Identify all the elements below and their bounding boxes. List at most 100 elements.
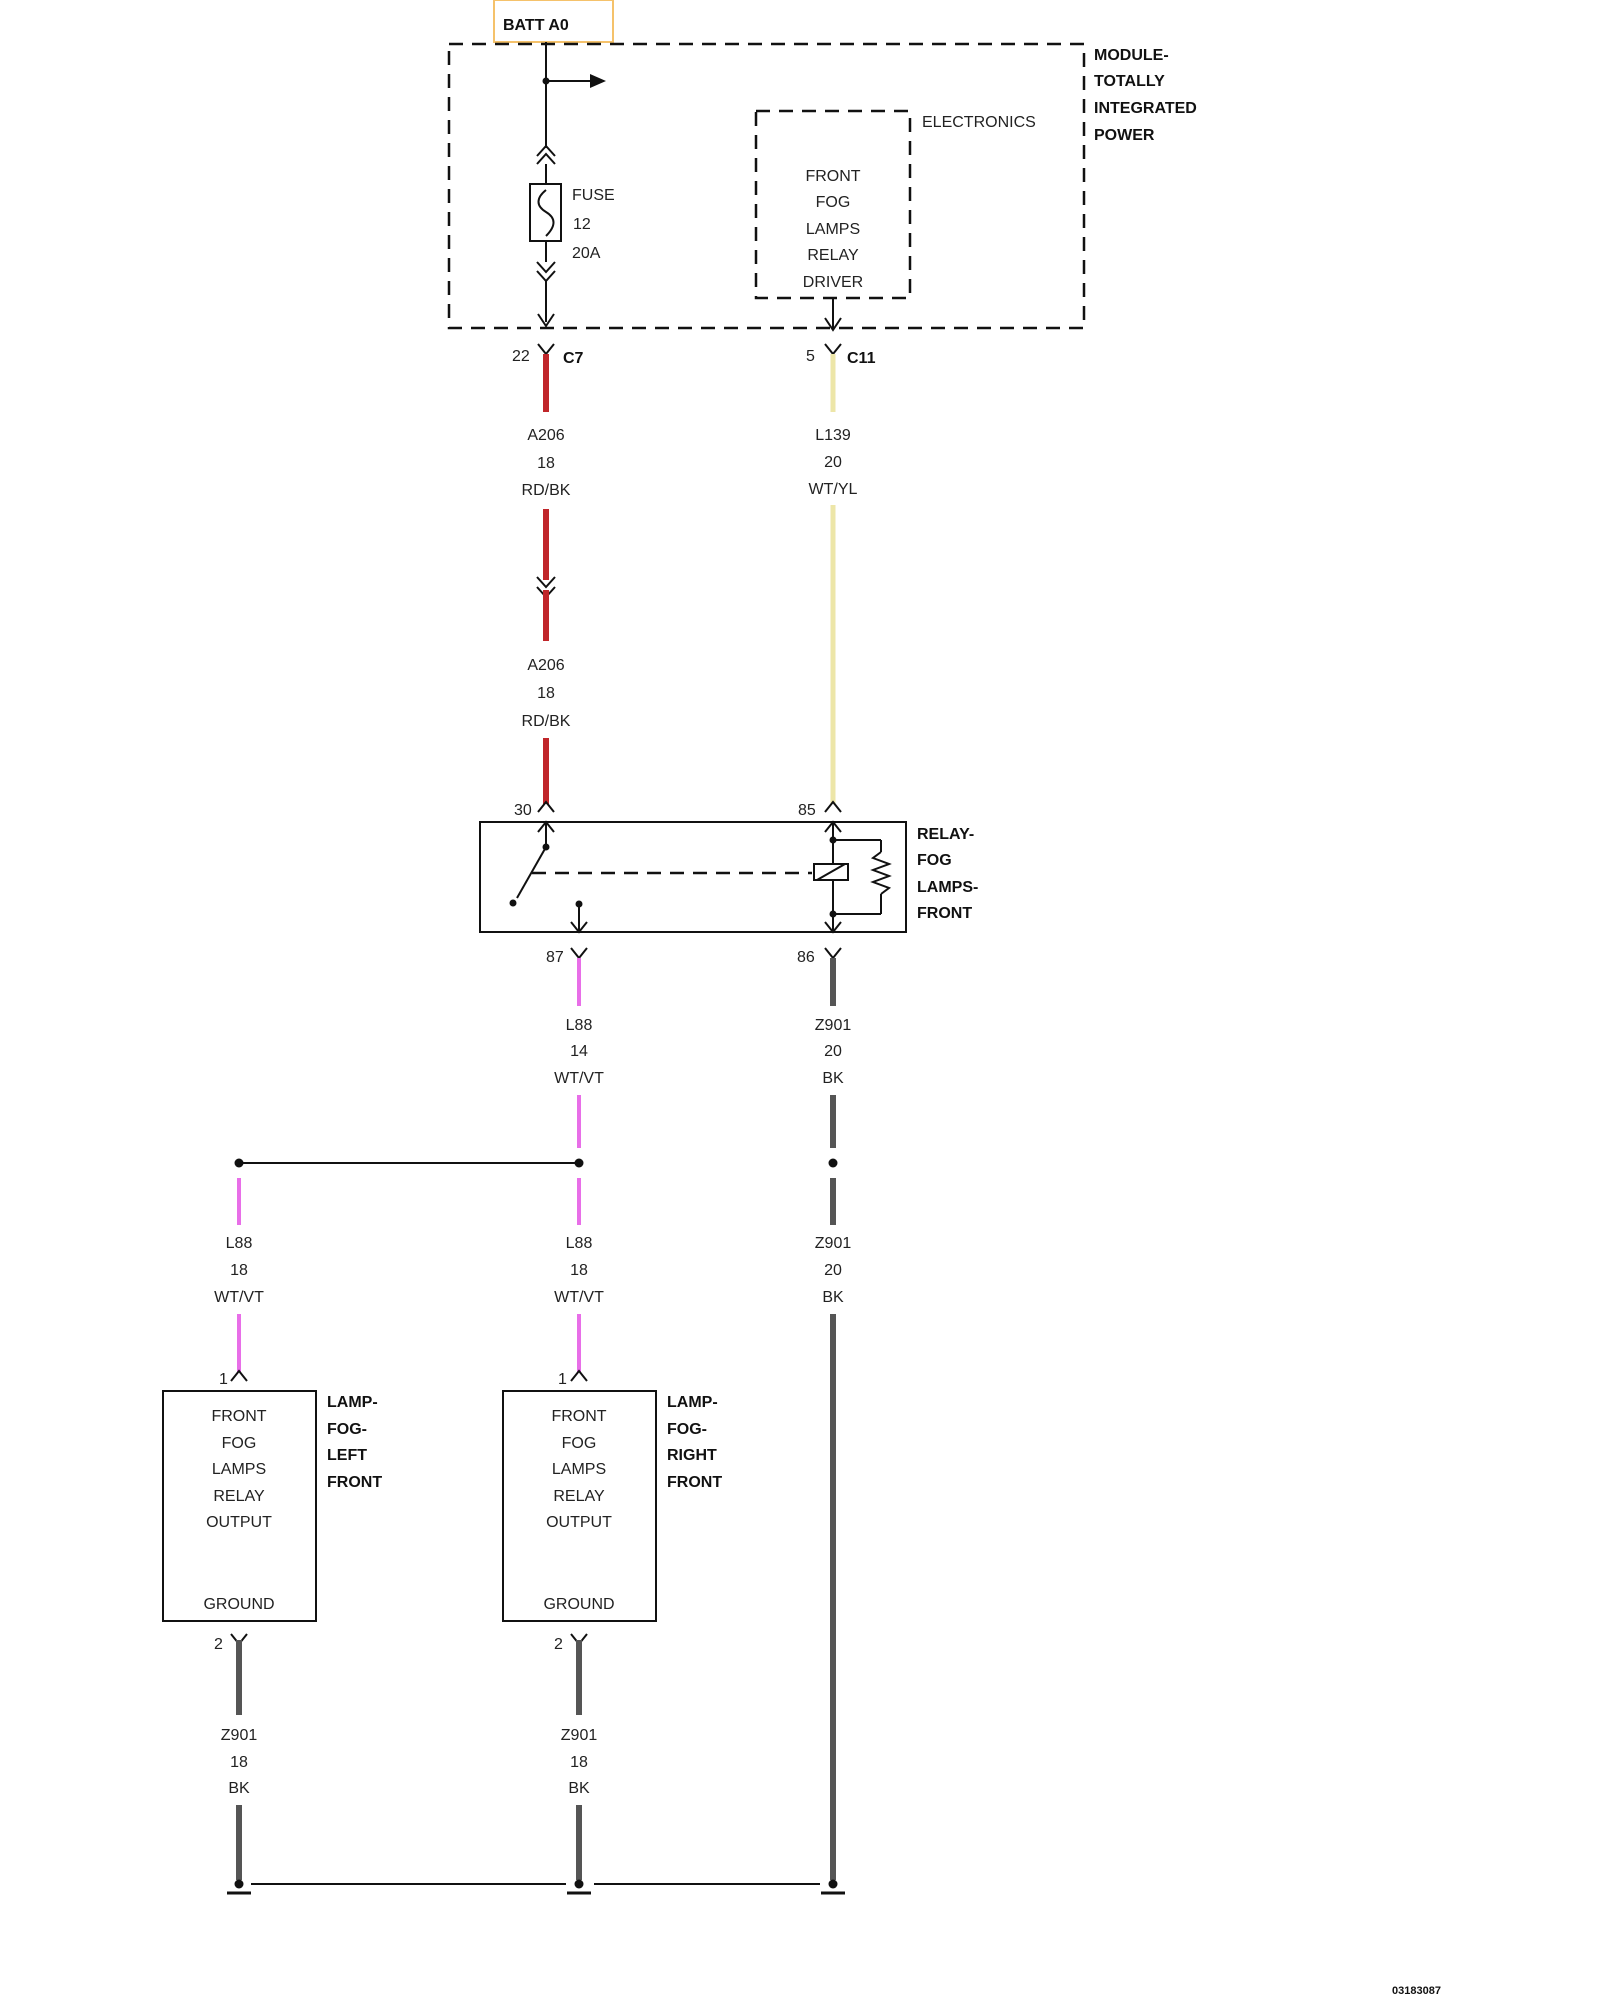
relay-switch-icon — [509, 820, 812, 934]
figure-id: 03183087 — [1392, 1985, 1441, 1997]
svg-text:20: 20 — [824, 454, 842, 471]
svg-text:OUTPUT: OUTPUT — [546, 1514, 612, 1531]
relay-pin86: 86 — [797, 949, 815, 966]
relay-pin87: 87 — [546, 949, 564, 966]
svg-text:12: 12 — [573, 216, 591, 233]
svg-text:Z901: Z901 — [221, 1727, 258, 1744]
svg-text:18: 18 — [537, 685, 555, 702]
svg-text:18: 18 — [230, 1754, 248, 1771]
svg-text:FRONT: FRONT — [805, 168, 860, 185]
svg-text:L88: L88 — [566, 1017, 593, 1034]
relay-pin30-connector-icon — [537, 800, 555, 813]
svg-text:GROUND: GROUND — [203, 1596, 274, 1613]
svg-text:FRONT: FRONT — [667, 1474, 722, 1491]
ground-z901-icon — [821, 1879, 845, 1895]
svg-text:FUSE: FUSE — [572, 187, 615, 204]
c11-pin: 5 — [806, 348, 815, 365]
svg-text:FOG: FOG — [222, 1435, 257, 1452]
c7-pin: 22 — [512, 348, 530, 365]
svg-text:FOG: FOG — [917, 852, 952, 869]
svg-text:FOG-: FOG- — [667, 1421, 707, 1438]
svg-text:LAMPS-: LAMPS- — [917, 879, 978, 896]
fuse-label: FUSE 12 20A — [572, 187, 615, 262]
svg-text:18: 18 — [537, 455, 555, 472]
svg-text:L139: L139 — [815, 427, 851, 444]
svg-text:TOTALLY: TOTALLY — [1094, 73, 1165, 90]
svg-text:BK: BK — [228, 1780, 250, 1797]
c7-name: C7 — [563, 350, 584, 367]
svg-text:20A: 20A — [572, 245, 601, 262]
c11-arrow-icon — [824, 317, 842, 332]
svg-text:OUTPUT: OUTPUT — [206, 1514, 272, 1531]
fuse-bottom-connector-icon — [536, 261, 556, 283]
svg-text:BK: BK — [822, 1070, 844, 1087]
svg-text:FRONT: FRONT — [327, 1474, 382, 1491]
svg-text:WT/VT: WT/VT — [214, 1289, 264, 1306]
lamp-left-title: LAMP- FOG- LEFT FRONT — [327, 1394, 382, 1491]
c7-arrow-icon — [537, 313, 555, 328]
svg-text:RD/BK: RD/BK — [522, 482, 571, 499]
svg-text:RELAY: RELAY — [553, 1488, 605, 1505]
lamp-left-body-label: FRONT FOG LAMPS RELAY OUTPUT GROUND — [203, 1408, 274, 1613]
c7-connector-icon — [537, 343, 555, 356]
fuse-element-icon — [537, 189, 555, 237]
relay-driver-label: FRONT FOG LAMPS RELAY DRIVER — [803, 168, 863, 291]
relay-pin85: 85 — [798, 802, 816, 819]
lamp-left-pin1-connector-icon — [230, 1369, 248, 1382]
c11-name: C11 — [847, 350, 876, 367]
lamp-right-title: LAMP- FOG- RIGHT FRONT — [667, 1394, 722, 1491]
module-title: MODULE- TOTALLY INTEGRATED POWER — [1094, 47, 1197, 144]
svg-text:FOG: FOG — [816, 194, 851, 211]
wire-a206-upper-label: A206 18 RD/BK — [522, 427, 571, 499]
svg-text:RD/BK: RD/BK — [522, 713, 571, 730]
svg-text:14: 14 — [570, 1043, 588, 1060]
svg-text:FOG-: FOG- — [327, 1421, 367, 1438]
batt-box — [493, 0, 614, 43]
relay-pin87-connector-icon — [570, 947, 588, 960]
relay-title: RELAY- FOG LAMPS- FRONT — [917, 826, 978, 922]
svg-text:20: 20 — [824, 1043, 842, 1060]
svg-text:RIGHT: RIGHT — [667, 1447, 717, 1464]
lamp-left-pin1: 1 — [219, 1371, 228, 1388]
ground-left-icon — [227, 1879, 251, 1895]
svg-text:LAMPS: LAMPS — [552, 1461, 606, 1478]
svg-text:BK: BK — [568, 1780, 590, 1797]
svg-text:RELAY: RELAY — [213, 1488, 265, 1505]
relay-pin85-connector-icon — [824, 800, 842, 813]
module-boundary — [447, 42, 1086, 330]
svg-text:BK: BK — [822, 1289, 844, 1306]
svg-text:WT/YL: WT/YL — [809, 481, 858, 498]
svg-text:GROUND: GROUND — [543, 1596, 614, 1613]
lamp-left-box — [162, 1390, 317, 1622]
lamp-right-body-label: FRONT FOG LAMPS RELAY OUTPUT GROUND — [543, 1408, 614, 1613]
wire-l88-left-label: L88 18 WT/VT — [214, 1235, 264, 1306]
c11-connector-icon — [824, 343, 842, 356]
svg-text:Z901: Z901 — [561, 1727, 598, 1744]
lamp-right-box — [502, 1390, 657, 1622]
svg-text:INTEGRATED: INTEGRATED — [1094, 100, 1197, 117]
svg-text:L88: L88 — [226, 1235, 253, 1252]
svg-text:FOG: FOG — [562, 1435, 597, 1452]
lamp-right-pin1: 1 — [558, 1371, 567, 1388]
lamp-left-pin2: 2 — [214, 1636, 223, 1653]
svg-text:20: 20 — [824, 1262, 842, 1279]
svg-text:WT/VT: WT/VT — [554, 1289, 604, 1306]
ground-right-icon — [567, 1879, 591, 1895]
svg-text:A206: A206 — [527, 427, 564, 444]
lamp-right-pin1-connector-icon — [570, 1369, 588, 1382]
svg-text:LAMPS: LAMPS — [806, 221, 860, 238]
svg-text:FRONT: FRONT — [917, 905, 972, 922]
svg-text:LAMPS: LAMPS — [212, 1461, 266, 1478]
svg-text:RELAY: RELAY — [807, 247, 859, 264]
svg-text:18: 18 — [230, 1262, 248, 1279]
wire-l139-label: L139 20 WT/YL — [809, 427, 858, 498]
batt-tap-arrow-icon — [590, 74, 606, 88]
svg-text:FRONT: FRONT — [551, 1408, 606, 1425]
svg-text:RELAY-: RELAY- — [917, 826, 974, 843]
relay-box — [479, 821, 907, 933]
svg-text:LAMP-: LAMP- — [327, 1394, 378, 1411]
svg-text:WT/VT: WT/VT — [554, 1070, 604, 1087]
wire-z901-left-label: Z901 18 BK — [221, 1727, 258, 1797]
wire-l88-main-label: L88 14 WT/VT — [554, 1017, 604, 1087]
